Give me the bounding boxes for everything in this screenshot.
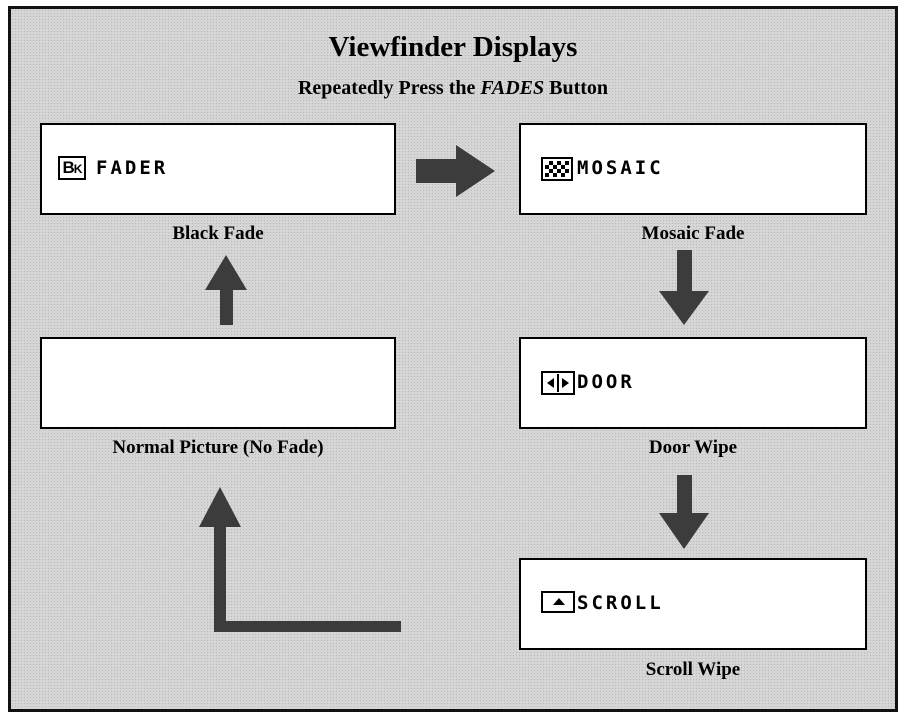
arrow-return-icon xyxy=(199,487,401,632)
black-fade-screen-text: FADER xyxy=(96,157,169,179)
arrow-down-icon-1 xyxy=(659,250,709,325)
arrow-right-icon xyxy=(416,145,495,197)
subtitle-button-name: FADES xyxy=(480,77,545,99)
mosaic-fade-screen-text: MOSAIC xyxy=(577,157,664,179)
mosaic-fade-caption: Mosaic Fade xyxy=(641,223,745,244)
diagram-title: Viewfinder Displays xyxy=(328,31,578,63)
door-wipe-caption: Door Wipe xyxy=(648,437,738,458)
normal-picture-caption: Normal Picture (No Fade) xyxy=(112,437,324,458)
bk-icon-main: B xyxy=(62,158,75,177)
normal-picture-screen xyxy=(40,337,396,429)
door-wipe-screen: DOOR xyxy=(519,337,867,429)
subtitle-suffix: Button xyxy=(549,77,609,99)
door-icon xyxy=(541,371,575,395)
black-fade-caption: Black Fade xyxy=(172,223,264,244)
arrow-down-icon-2 xyxy=(659,475,709,549)
subtitle-prefix: Repeatedly Press the xyxy=(297,77,476,99)
bk-icon: BK xyxy=(58,156,86,180)
bk-icon-sub: K xyxy=(73,162,83,176)
scroll-wipe-screen-text: SCROLL xyxy=(577,592,664,614)
scroll-wipe-caption: Scroll Wipe xyxy=(645,659,741,680)
mosaic-fade-screen: MOSAIC xyxy=(519,123,867,215)
mosaic-icon xyxy=(541,157,573,181)
scroll-wipe-screen: SCROLL xyxy=(519,558,867,650)
door-wipe-screen-text: DOOR xyxy=(577,371,635,393)
diagram-subtitle: Repeatedly Press the FADES Button xyxy=(11,77,895,100)
scroll-icon xyxy=(541,591,575,613)
black-fade-screen: BK FADER xyxy=(40,123,396,215)
diagram-frame: Viewfinder Displays Repeatedly Press the… xyxy=(8,6,898,712)
arrow-up-icon-1 xyxy=(205,255,247,325)
flow-arrows xyxy=(199,145,709,632)
